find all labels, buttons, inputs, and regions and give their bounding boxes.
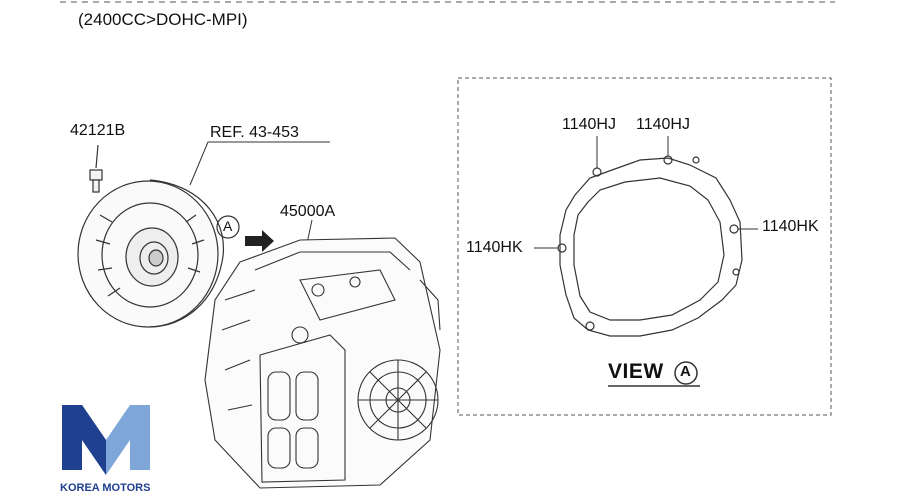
view-leader-lines — [534, 136, 758, 249]
brand-name: KOREA MOTORS — [60, 482, 151, 494]
transaxle-drawing — [204, 237, 441, 489]
housing-outline-drawing — [557, 155, 743, 337]
part-label-1140hk-right: 1140HK — [762, 218, 819, 235]
torque-converter-drawing — [77, 179, 224, 328]
view-title: VIEW — [608, 360, 664, 383]
part-label-42121b: 42121B — [70, 122, 126, 139]
part-label-1140hk-left: 1140HK — [466, 239, 523, 256]
view-marker-letter: A — [223, 218, 233, 234]
ref-leader-line — [189, 141, 330, 186]
view-arrow — [245, 230, 274, 252]
korea-motors-logo — [62, 405, 150, 475]
view-title-marker-circle — [674, 361, 698, 385]
part-label-1140hj-right: 1140HJ — [636, 116, 690, 133]
ref-label: REF. 43-453 — [210, 124, 299, 141]
view-panel-border — [457, 77, 832, 416]
part-label-1140hj-left: 1140HJ — [562, 116, 616, 133]
engine-spec-header: (2400CC>DOHC-MPI) — [78, 10, 248, 29]
part-label-45000a: 45000A — [280, 203, 336, 220]
view-title-marker: A — [680, 363, 691, 380]
view-marker-circle — [216, 215, 240, 239]
bolt-42121b-drawing — [89, 144, 103, 193]
